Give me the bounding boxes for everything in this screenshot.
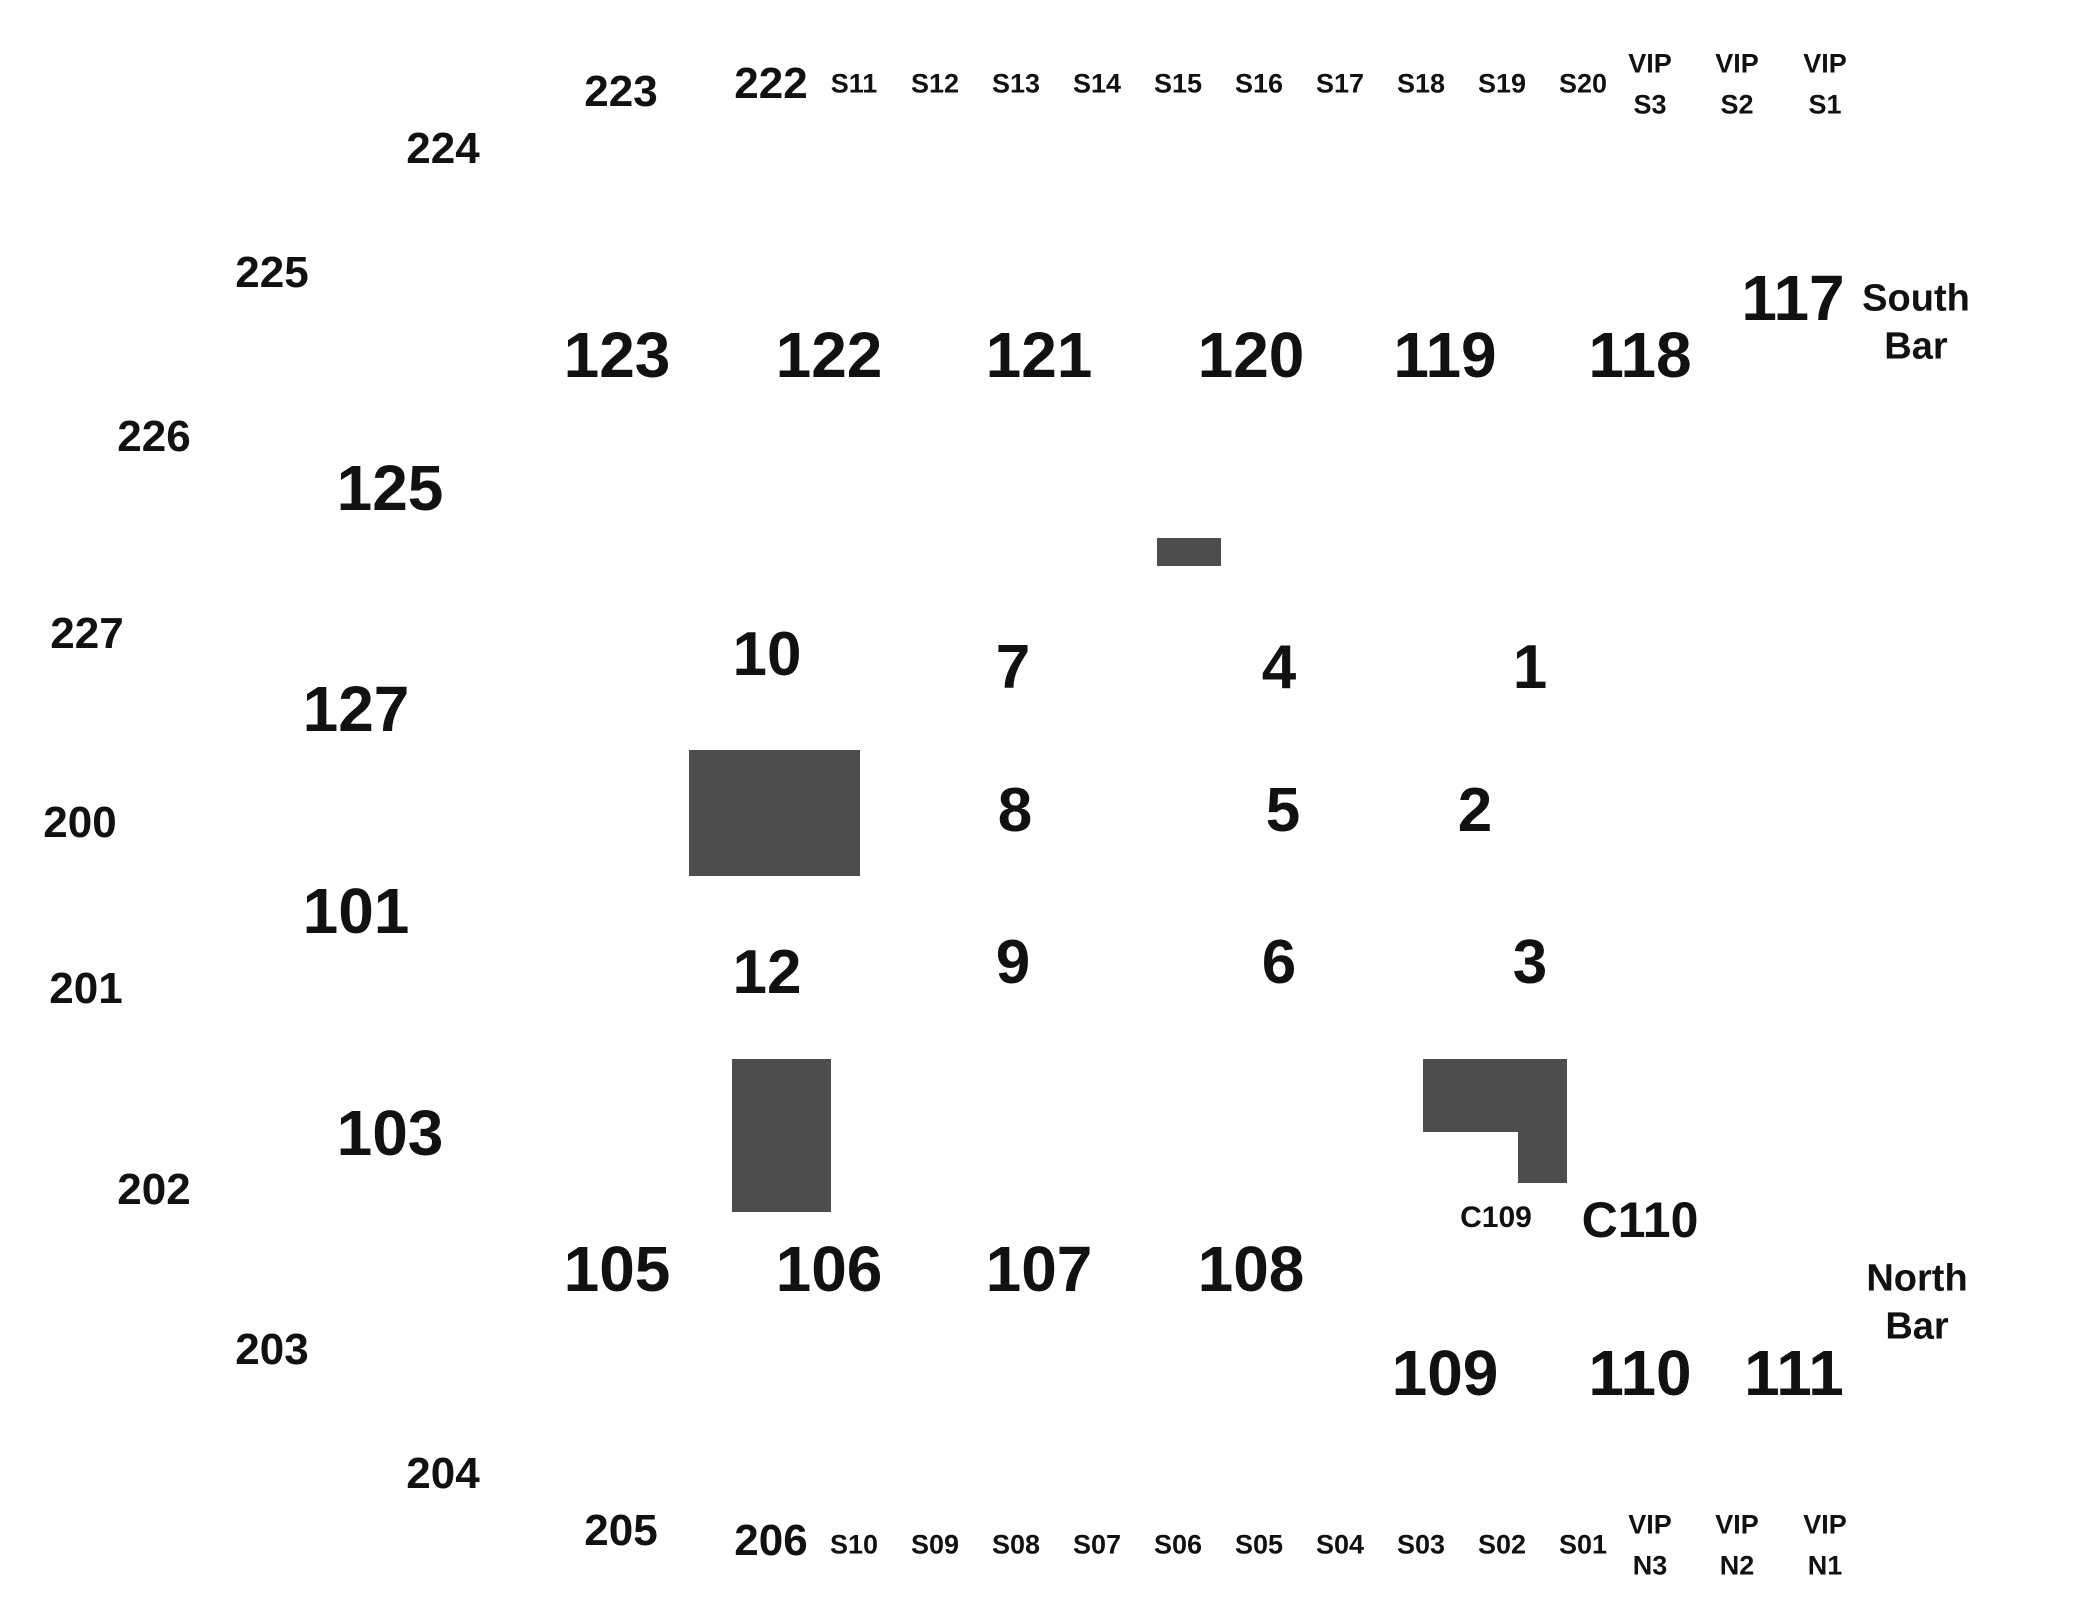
north-bar-line1: North (1866, 1257, 1968, 1300)
vip-n3-line1: VIP (1628, 1509, 1672, 1540)
blocked-area-lower-left (732, 1059, 831, 1212)
north-bar-line2: Bar (1885, 1305, 1949, 1347)
suite-s16[interactable]: S16 (1234, 68, 1284, 99)
floor-section-8[interactable]: 8 (997, 776, 1033, 845)
section-204[interactable]: 204 (406, 1449, 480, 1498)
section-122[interactable]: 122 (775, 319, 883, 391)
section-117[interactable]: 117 (1741, 262, 1845, 334)
suite-s05[interactable]: S05 (1234, 1529, 1284, 1560)
suite-s12[interactable]: S12 (910, 68, 960, 99)
vip-n2-line2: N2 (1719, 1550, 1755, 1580)
vip-n2-line1: VIP (1715, 1509, 1759, 1540)
section-118[interactable]: 118 (1588, 319, 1692, 391)
suite-s15[interactable]: S15 (1153, 68, 1203, 99)
floor-section-3[interactable]: 3 (1512, 928, 1548, 997)
vip-s3[interactable]: VIP S3 (1628, 44, 1672, 125)
section-206[interactable]: 206 (734, 1516, 808, 1565)
suite-s19[interactable]: S19 (1477, 68, 1527, 99)
section-123[interactable]: 123 (563, 319, 671, 391)
section-225[interactable]: 225 (235, 248, 309, 297)
section-106[interactable]: 106 (775, 1233, 883, 1305)
section-224[interactable]: 224 (406, 124, 480, 173)
section-110[interactable]: 110 (1588, 1337, 1692, 1409)
section-107[interactable]: 107 (985, 1233, 1093, 1305)
section-127[interactable]: 127 (302, 673, 410, 745)
section-223[interactable]: 223 (584, 67, 658, 116)
vip-s2-line1: VIP (1715, 48, 1759, 79)
suite-s20[interactable]: S20 (1558, 68, 1608, 99)
floor-section-5[interactable]: 5 (1265, 776, 1301, 845)
vip-s3-line2: S3 (1633, 89, 1667, 119)
suite-s02[interactable]: S02 (1477, 1529, 1527, 1560)
section-108[interactable]: 108 (1197, 1233, 1305, 1305)
floor-section-6[interactable]: 6 (1261, 928, 1297, 997)
suite-s14[interactable]: S14 (1072, 68, 1122, 99)
club-section-c110[interactable]: C110 (1581, 1192, 1699, 1248)
suite-s04[interactable]: S04 (1315, 1529, 1365, 1560)
floor-section-12[interactable]: 12 (732, 938, 802, 1007)
blocked-area-right-leg (1518, 1059, 1567, 1183)
section-226[interactable]: 226 (117, 412, 191, 461)
vip-n2[interactable]: VIP N2 (1715, 1505, 1759, 1586)
floor-section-1[interactable]: 1 (1512, 633, 1548, 702)
blocked-area-large (689, 750, 860, 876)
floor-section-7[interactable]: 7 (995, 633, 1031, 702)
section-105[interactable]: 105 (563, 1233, 671, 1305)
suite-s11[interactable]: S11 (830, 68, 878, 99)
section-101[interactable]: 101 (302, 875, 410, 947)
suite-s13[interactable]: S13 (991, 68, 1041, 99)
floor-section-4[interactable]: 4 (1261, 633, 1297, 702)
vip-n3[interactable]: VIP N3 (1628, 1505, 1672, 1586)
section-125[interactable]: 125 (336, 452, 444, 524)
suite-s06[interactable]: S06 (1153, 1529, 1203, 1560)
vip-s2[interactable]: VIP S2 (1715, 44, 1759, 125)
vip-s2-line2: S2 (1720, 89, 1754, 119)
suite-s03[interactable]: S03 (1396, 1529, 1446, 1560)
section-203[interactable]: 203 (235, 1325, 309, 1374)
suite-s10[interactable]: S10 (829, 1529, 879, 1560)
suite-s18[interactable]: S18 (1396, 68, 1446, 99)
vip-s1[interactable]: VIP S1 (1803, 44, 1847, 125)
vip-s1-line1: VIP (1803, 48, 1847, 79)
section-111[interactable]: 111 (1744, 1337, 1844, 1409)
vip-s3-line1: VIP (1628, 48, 1672, 79)
section-121[interactable]: 121 (985, 319, 1093, 391)
suite-s01[interactable]: S01 (1558, 1529, 1608, 1560)
section-202[interactable]: 202 (117, 1165, 191, 1214)
vip-n1-line2: N1 (1807, 1550, 1843, 1580)
club-section-c109[interactable]: C109 (1460, 1201, 1532, 1234)
section-227[interactable]: 227 (50, 609, 124, 658)
floor-section-10[interactable]: 10 (732, 620, 802, 689)
vip-s1-line2: S1 (1808, 89, 1842, 119)
suite-s17[interactable]: S17 (1315, 68, 1365, 99)
vip-n3-line2: N3 (1632, 1550, 1668, 1580)
vip-n1[interactable]: VIP N1 (1803, 1505, 1847, 1586)
section-109[interactable]: 109 (1391, 1337, 1499, 1409)
section-201[interactable]: 201 (49, 964, 123, 1013)
south-bar[interactable]: South Bar (1862, 276, 1970, 371)
vip-n1-line1: VIP (1803, 1509, 1847, 1540)
section-200[interactable]: 200 (43, 798, 117, 847)
south-bar-line1: South (1862, 277, 1970, 320)
floor-section-2[interactable]: 2 (1457, 776, 1493, 845)
suite-s07[interactable]: S07 (1072, 1529, 1122, 1560)
section-120[interactable]: 120 (1197, 319, 1305, 391)
floor-section-9[interactable]: 9 (995, 928, 1031, 997)
section-119[interactable]: 119 (1393, 319, 1497, 391)
south-bar-line2: Bar (1884, 325, 1948, 367)
north-bar[interactable]: North Bar (1866, 1256, 1967, 1351)
section-205[interactable]: 205 (584, 1506, 658, 1555)
section-222[interactable]: 222 (734, 59, 808, 108)
small-blocked-area (1157, 538, 1221, 566)
section-103[interactable]: 103 (336, 1097, 444, 1169)
suite-s09[interactable]: S09 (910, 1529, 960, 1560)
suite-s08[interactable]: S08 (991, 1529, 1041, 1560)
